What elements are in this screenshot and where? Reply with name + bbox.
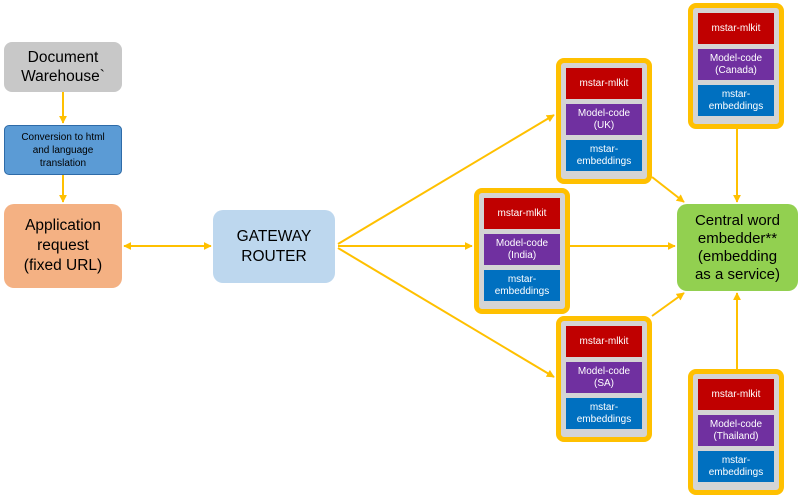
model-group-thailand: mstar-mlkit Model-code (Thailand) mstar-… [688,369,784,495]
model-group-sa: mstar-mlkit Model-code (SA) mstar- embed… [556,316,652,442]
embeddings-block: mstar- embeddings [566,398,642,429]
mlkit-block: mstar-mlkit [698,379,774,410]
application-request-node: Application request (fixed URL) [4,204,122,288]
gateway-router-node: GATEWAY ROUTER [213,210,335,283]
model-code-block: Model-code (India) [484,234,560,265]
model-code-block: Model-code (UK) [566,104,642,135]
model-code-block: Model-code (SA) [566,362,642,393]
embeddings-block: mstar- embeddings [698,85,774,116]
conversion-node: Conversion to html and language translat… [4,125,122,175]
embeddings-block: mstar- embeddings [698,451,774,482]
arrow-gateway-to-uk [337,114,555,245]
mlkit-block: mstar-mlkit [566,326,642,357]
mlkit-block: mstar-mlkit [566,68,642,99]
arrow-sa-to-central [651,292,685,317]
embeddings-block: mstar- embeddings [566,140,642,171]
arrow-gateway-to-sa [337,247,555,378]
mlkit-block: mstar-mlkit [484,198,560,229]
mlkit-block: mstar-mlkit [698,13,774,44]
document-warehouse-node: Document Warehouse` [4,42,122,92]
model-code-block: Model-code (Thailand) [698,415,774,446]
arrow-uk-to-central [651,176,685,203]
central-embedder-node: Central word embedder** (embedding as a … [677,204,798,291]
model-group-canada: mstar-mlkit Model-code (Canada) mstar- e… [688,3,784,129]
model-group-india: mstar-mlkit Model-code (India) mstar- em… [474,188,570,314]
embeddings-block: mstar- embeddings [484,270,560,301]
model-group-uk: mstar-mlkit Model-code (UK) mstar- embed… [556,58,652,184]
model-code-block: Model-code (Canada) [698,49,774,80]
